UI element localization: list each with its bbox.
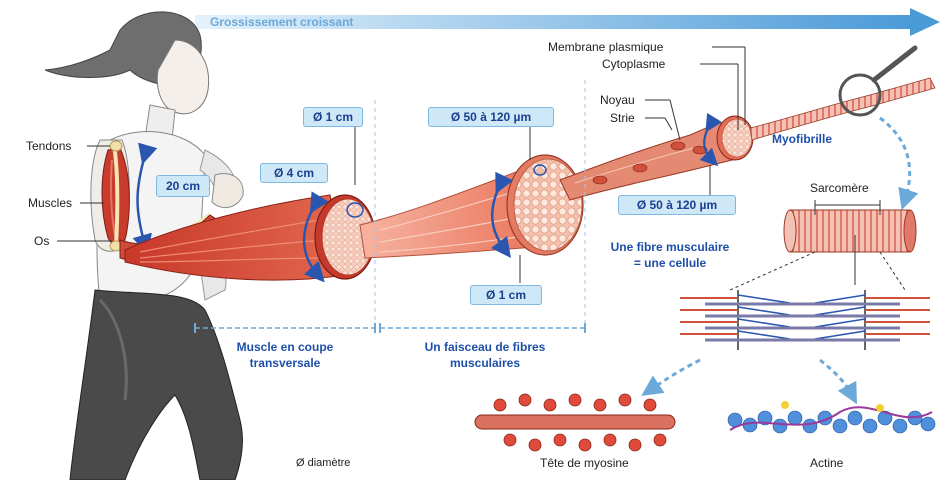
label-sarcomere: Sarcomère: [810, 181, 869, 195]
label-fibre-line2: = une cellule: [595, 256, 745, 270]
box-1cm-bottom: Ø 1 cm: [470, 285, 542, 305]
label-membrane: Membrane plasmique: [548, 40, 663, 54]
box-50-120-right: Ø 50 à 120 µm: [618, 195, 736, 215]
label-muscles: Muscles: [28, 196, 72, 210]
magnification-title: Grossissement croissant: [210, 15, 353, 29]
label-muscle-coupe-line1: Muscle en coupe: [210, 340, 360, 354]
box-50-120-top: Ø 50 à 120 µm: [428, 107, 554, 127]
label-muscle-coupe-line2: transversale: [210, 356, 360, 370]
label-strie: Strie: [610, 111, 635, 125]
label-fibre-line1: Une fibre musculaire: [595, 240, 745, 254]
box-4cm: Ø 4 cm: [260, 163, 328, 183]
label-diametre: Ø diamètre: [296, 456, 350, 470]
label-tendons: Tendons: [26, 139, 71, 153]
label-faisceau-line1: Un faisceau de fibres: [405, 340, 565, 354]
label-noyau: Noyau: [600, 93, 635, 107]
box-1cm-top: Ø 1 cm: [303, 107, 363, 127]
label-faisceau-line2: musculaires: [405, 356, 565, 370]
label-myosine: Tête de myosine: [540, 456, 629, 470]
label-cytoplasme: Cytoplasme: [602, 57, 665, 71]
label-os: Os: [34, 234, 49, 248]
label-myofibrille: Myofibrille: [772, 132, 832, 146]
box-20cm: 20 cm: [156, 175, 210, 197]
label-actine: Actine: [810, 456, 843, 470]
